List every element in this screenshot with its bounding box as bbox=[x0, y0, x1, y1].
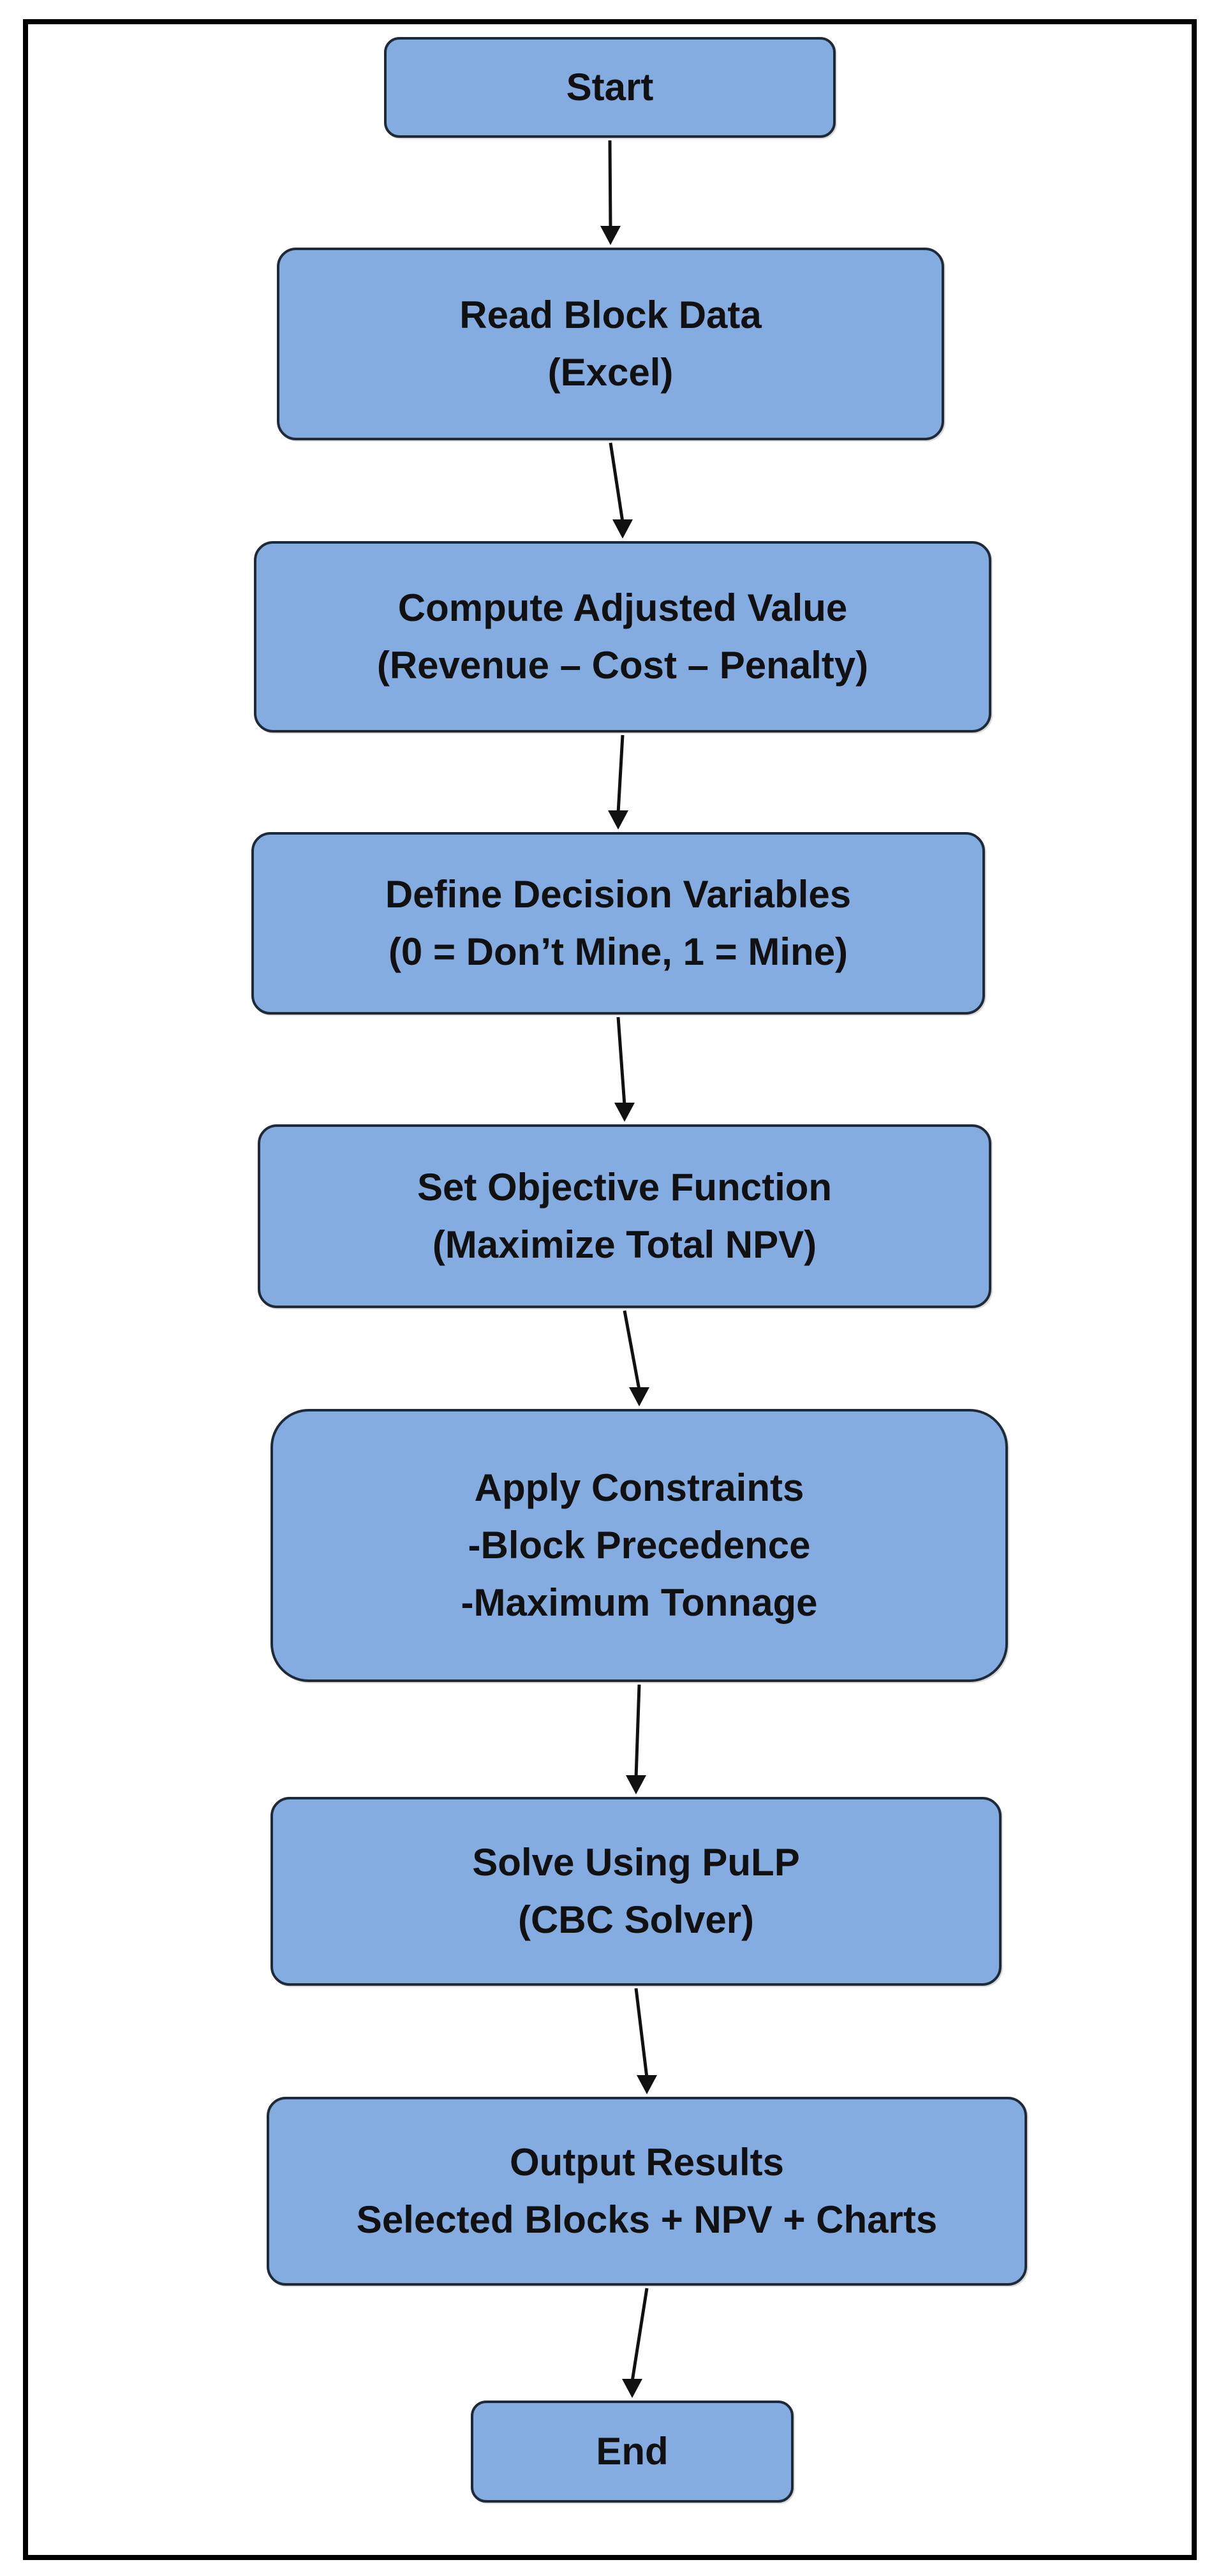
end-node: End bbox=[471, 2401, 794, 2503]
compute-adjusted-value-node: Compute Adjusted Value (Revenue – Cost –… bbox=[254, 541, 991, 733]
node-line: Compute Adjusted Value bbox=[397, 586, 848, 629]
node-line: (Revenue – Cost – Penalty) bbox=[376, 644, 869, 687]
node-line: Solve Using PuLP bbox=[472, 1841, 800, 1884]
node-line: (0 = Don’t Mine, 1 = Mine) bbox=[388, 930, 848, 973]
read-block-data-node: Read Block Data (Excel) bbox=[277, 248, 944, 440]
set-objective-function-node: Set Objective Function (Maximize Total N… bbox=[258, 1124, 991, 1308]
node-line: (Excel) bbox=[547, 351, 674, 394]
node-line: Apply Constraints bbox=[474, 1466, 804, 1509]
node-line: Set Objective Function bbox=[417, 1166, 833, 1209]
node-line: Define Decision Variables bbox=[385, 873, 852, 916]
apply-constraints-node: Apply Constraints -Block Precedence -Max… bbox=[270, 1409, 1008, 1682]
node-line: -Maximum Tonnage bbox=[461, 1581, 818, 1624]
output-results-node: Output Results Selected Blocks + NPV + C… bbox=[267, 2097, 1027, 2286]
node-line: (Maximize Total NPV) bbox=[432, 1223, 817, 1266]
node-line: (CBC Solver) bbox=[517, 1898, 755, 1941]
node-line: Output Results bbox=[510, 2141, 784, 2184]
define-decision-variables-node: Define Decision Variables (0 = Don’t Min… bbox=[251, 832, 985, 1015]
node-line: -Block Precedence bbox=[468, 1524, 811, 1567]
node-line: Start bbox=[566, 66, 654, 108]
solve-using-pulp-node: Solve Using PuLP (CBC Solver) bbox=[270, 1797, 1002, 1986]
start-node: Start bbox=[384, 37, 836, 138]
node-line: Selected Blocks + NPV + Charts bbox=[356, 2198, 938, 2241]
node-line: Read Block Data bbox=[459, 294, 762, 336]
node-line: End bbox=[596, 2430, 669, 2473]
